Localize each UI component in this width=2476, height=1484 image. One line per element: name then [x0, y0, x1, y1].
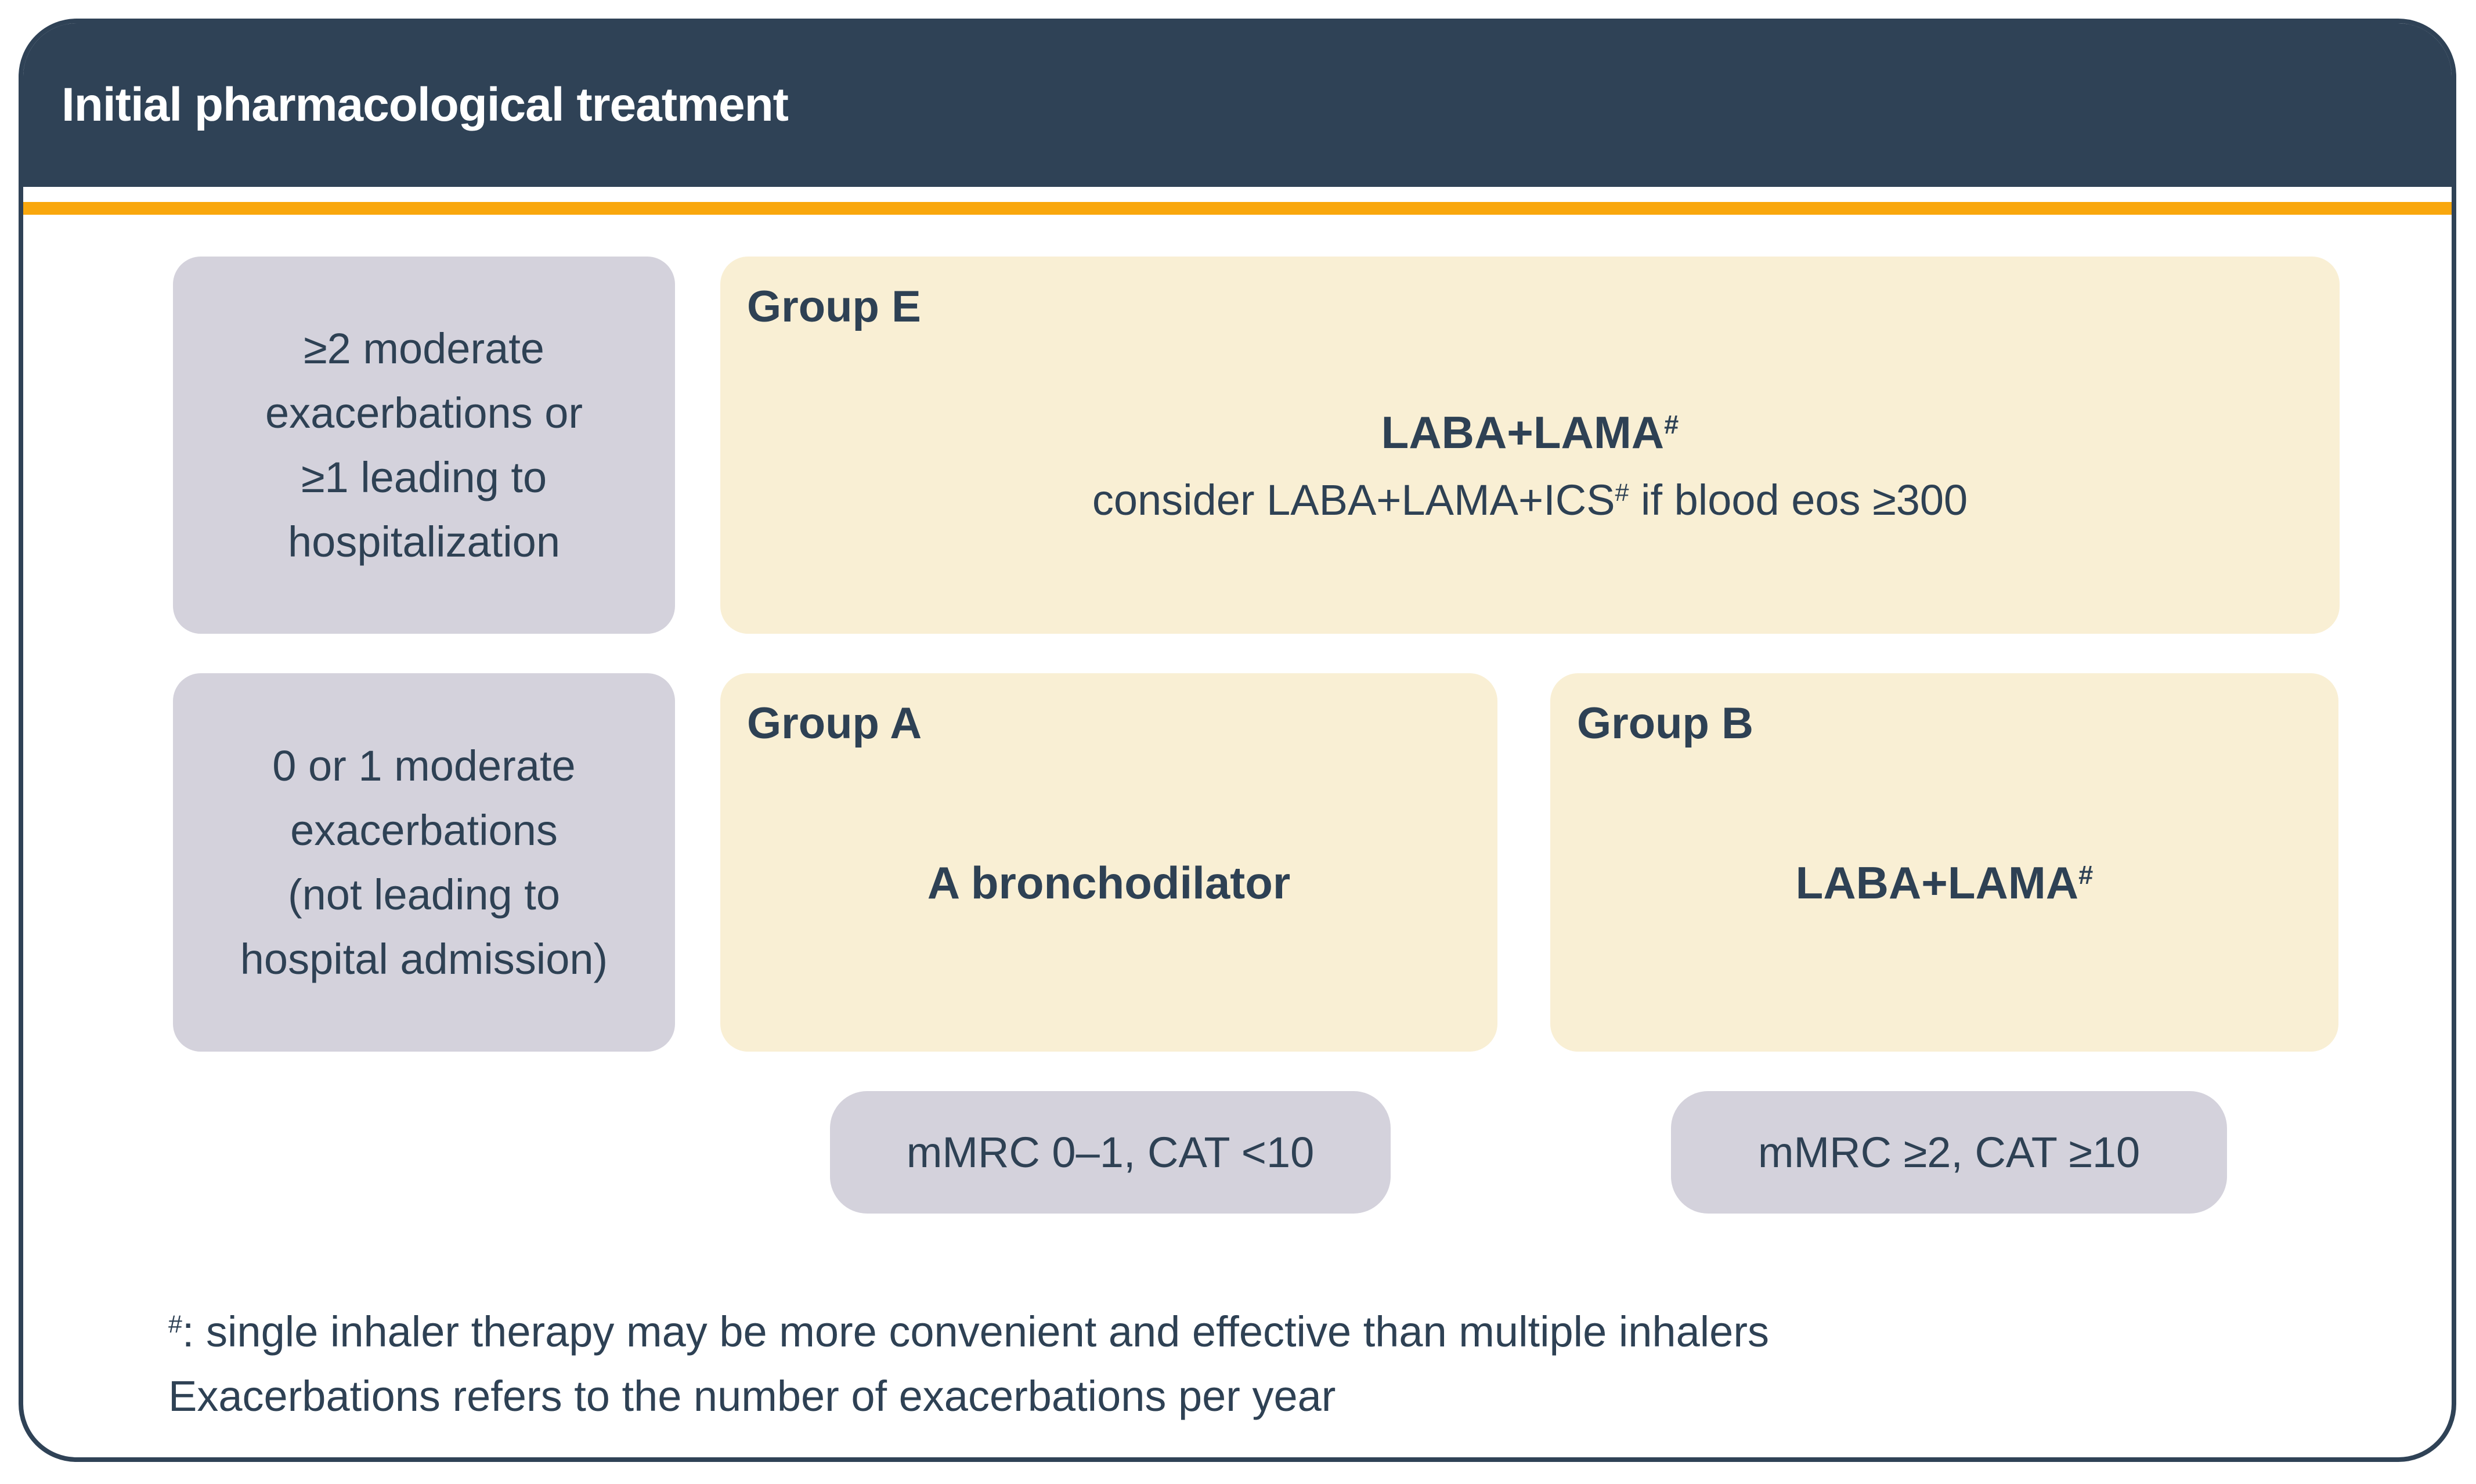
group-b-content: LABA+LAMA# — [1550, 673, 2338, 1052]
group-e-note-post: if blood eos ≥300 — [1629, 476, 1968, 524]
header-divider-gap — [23, 187, 2452, 202]
group-a-content: A bronchodilator — [720, 673, 1497, 1052]
footnote-marker: # — [168, 1310, 182, 1339]
group-b-treatment-text: LABA+LAMA — [1795, 857, 2079, 908]
group-a-box: Group A A bronchodilator — [720, 673, 1497, 1052]
criteria-line: exacerbations or — [265, 389, 583, 437]
group-e-treatment-text: LABA+LAMA — [1381, 407, 1665, 458]
criteria-line: (not leading to — [287, 871, 560, 919]
criteria-line: ≥1 leading to — [301, 453, 547, 501]
card-header: Initial pharmacological treatment — [23, 23, 2452, 187]
group-e-box: Group E LABA+LAMA# consider LABA+LAMA+IC… — [720, 257, 2340, 634]
group-e-note: consider LABA+LAMA+ICS# if blood eos ≥30… — [1092, 475, 1968, 525]
footnote-block: #: single inhaler therapy may be more co… — [168, 1299, 2452, 1428]
group-e-treatment: LABA+LAMA# — [1381, 406, 1679, 459]
row-group-a-b: 0 or 1 moderate exacerbations (not leadi… — [173, 673, 2452, 1052]
footnote-marker: # — [1664, 410, 1679, 440]
footnote-line-2: Exacerbations refers to the number of ex… — [168, 1364, 2452, 1428]
symptom-assessment-group-b: mMRC ≥2, CAT ≥10 — [1671, 1091, 2227, 1214]
group-b-box: Group B LABA+LAMA# — [1550, 673, 2338, 1052]
criteria-line: hospitalization — [288, 518, 560, 566]
symptom-assessment-row: mMRC 0–1, CAT <10 mMRC ≥2, CAT ≥10 — [830, 1091, 2452, 1214]
footnote-marker: # — [1615, 479, 1629, 507]
page-title: Initial pharmacological treatment — [62, 78, 789, 131]
group-a-treatment-text: A bronchodilator — [927, 857, 1291, 908]
treatment-figure-card: Initial pharmacological treatment ≥2 mod… — [19, 19, 2456, 1462]
exacerbation-criteria-low-text: 0 or 1 moderate exacerbations (not leadi… — [240, 734, 608, 991]
symptom-assessment-group-a: mMRC 0–1, CAT <10 — [830, 1091, 1391, 1214]
group-b-treatment: LABA+LAMA# — [1796, 857, 2094, 909]
group-b-label: Group B — [1577, 699, 1753, 748]
footnote-line-1-text: : single inhaler therapy may be more con… — [182, 1308, 1769, 1356]
row-group-e: ≥2 moderate exacerbations or ≥1 leading … — [173, 257, 2452, 634]
exacerbation-criteria-high-box: ≥2 moderate exacerbations or ≥1 leading … — [173, 257, 675, 634]
group-a-treatment: A bronchodilator — [927, 857, 1290, 909]
footnote-marker: # — [2078, 860, 2094, 890]
footnote-line-1: #: single inhaler therapy may be more co… — [168, 1299, 2452, 1364]
accent-bar — [23, 202, 2452, 215]
criteria-line: hospital admission) — [240, 935, 608, 983]
criteria-line: 0 or 1 moderate — [272, 742, 576, 790]
criteria-line: ≥2 moderate — [304, 324, 544, 373]
exacerbation-criteria-high-text: ≥2 moderate exacerbations or ≥1 leading … — [265, 316, 583, 574]
criteria-line: exacerbations — [290, 806, 558, 854]
exacerbation-criteria-low-box: 0 or 1 moderate exacerbations (not leadi… — [173, 673, 675, 1052]
group-e-note-pre: consider LABA+LAMA+ICS — [1092, 476, 1615, 524]
group-e-label: Group E — [747, 282, 921, 331]
group-e-content: LABA+LAMA# consider LABA+LAMA+ICS# if bl… — [720, 257, 2340, 634]
footnote-line-2-text: Exacerbations refers to the number of ex… — [168, 1372, 1336, 1420]
group-a-label: Group A — [747, 699, 922, 748]
